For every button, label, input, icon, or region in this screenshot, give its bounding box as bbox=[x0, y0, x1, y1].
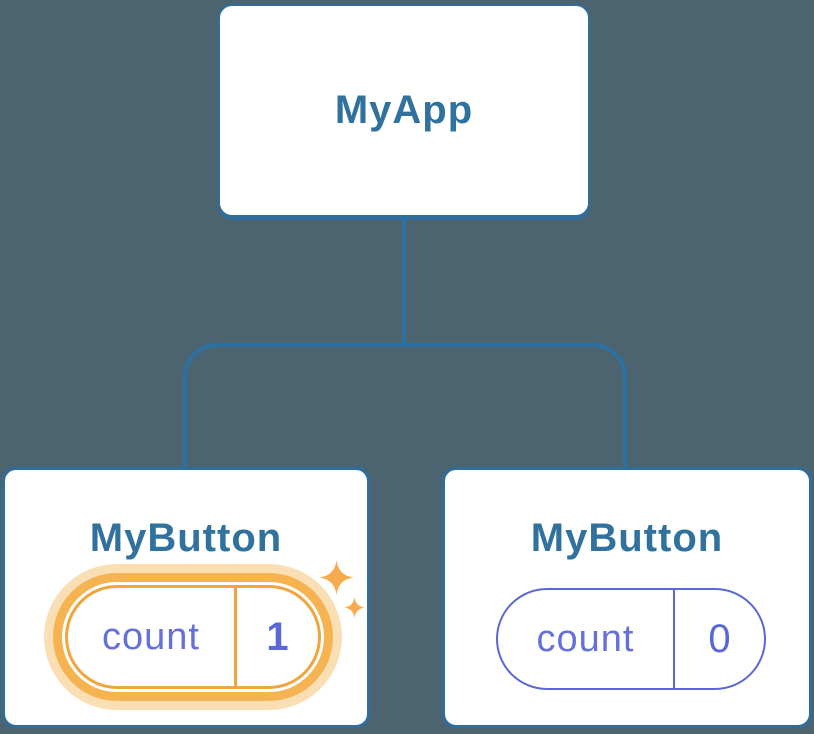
sparkle-large-icon bbox=[319, 560, 354, 595]
state-key-label: count bbox=[536, 617, 635, 660]
state-key-label: count bbox=[102, 615, 200, 658]
connector-stem bbox=[402, 217, 406, 345]
state-value-cell: 0 bbox=[675, 590, 764, 688]
state-key-cell: count bbox=[68, 588, 234, 686]
pill-divider bbox=[234, 588, 237, 686]
state-value: 1 bbox=[266, 614, 289, 659]
connector-branch bbox=[183, 343, 627, 467]
sparkle-small-icon bbox=[344, 597, 365, 618]
state-value: 0 bbox=[708, 616, 731, 661]
node-mybutton-left: MyButton count 1 bbox=[2, 467, 370, 728]
node-myapp-label: MyApp bbox=[334, 88, 474, 132]
node-mybutton-right-label: MyButton bbox=[530, 516, 724, 560]
state-pill-highlighted: count 1 bbox=[65, 585, 321, 689]
node-myapp: MyApp bbox=[218, 4, 590, 217]
node-mybutton-right: MyButton count 0 bbox=[442, 467, 812, 728]
pill-divider bbox=[673, 590, 675, 688]
state-key-cell: count bbox=[498, 590, 673, 688]
state-value-cell: 1 bbox=[237, 588, 318, 686]
node-mybutton-left-label: MyButton bbox=[89, 516, 283, 560]
state-pill-default: count 0 bbox=[496, 588, 766, 690]
